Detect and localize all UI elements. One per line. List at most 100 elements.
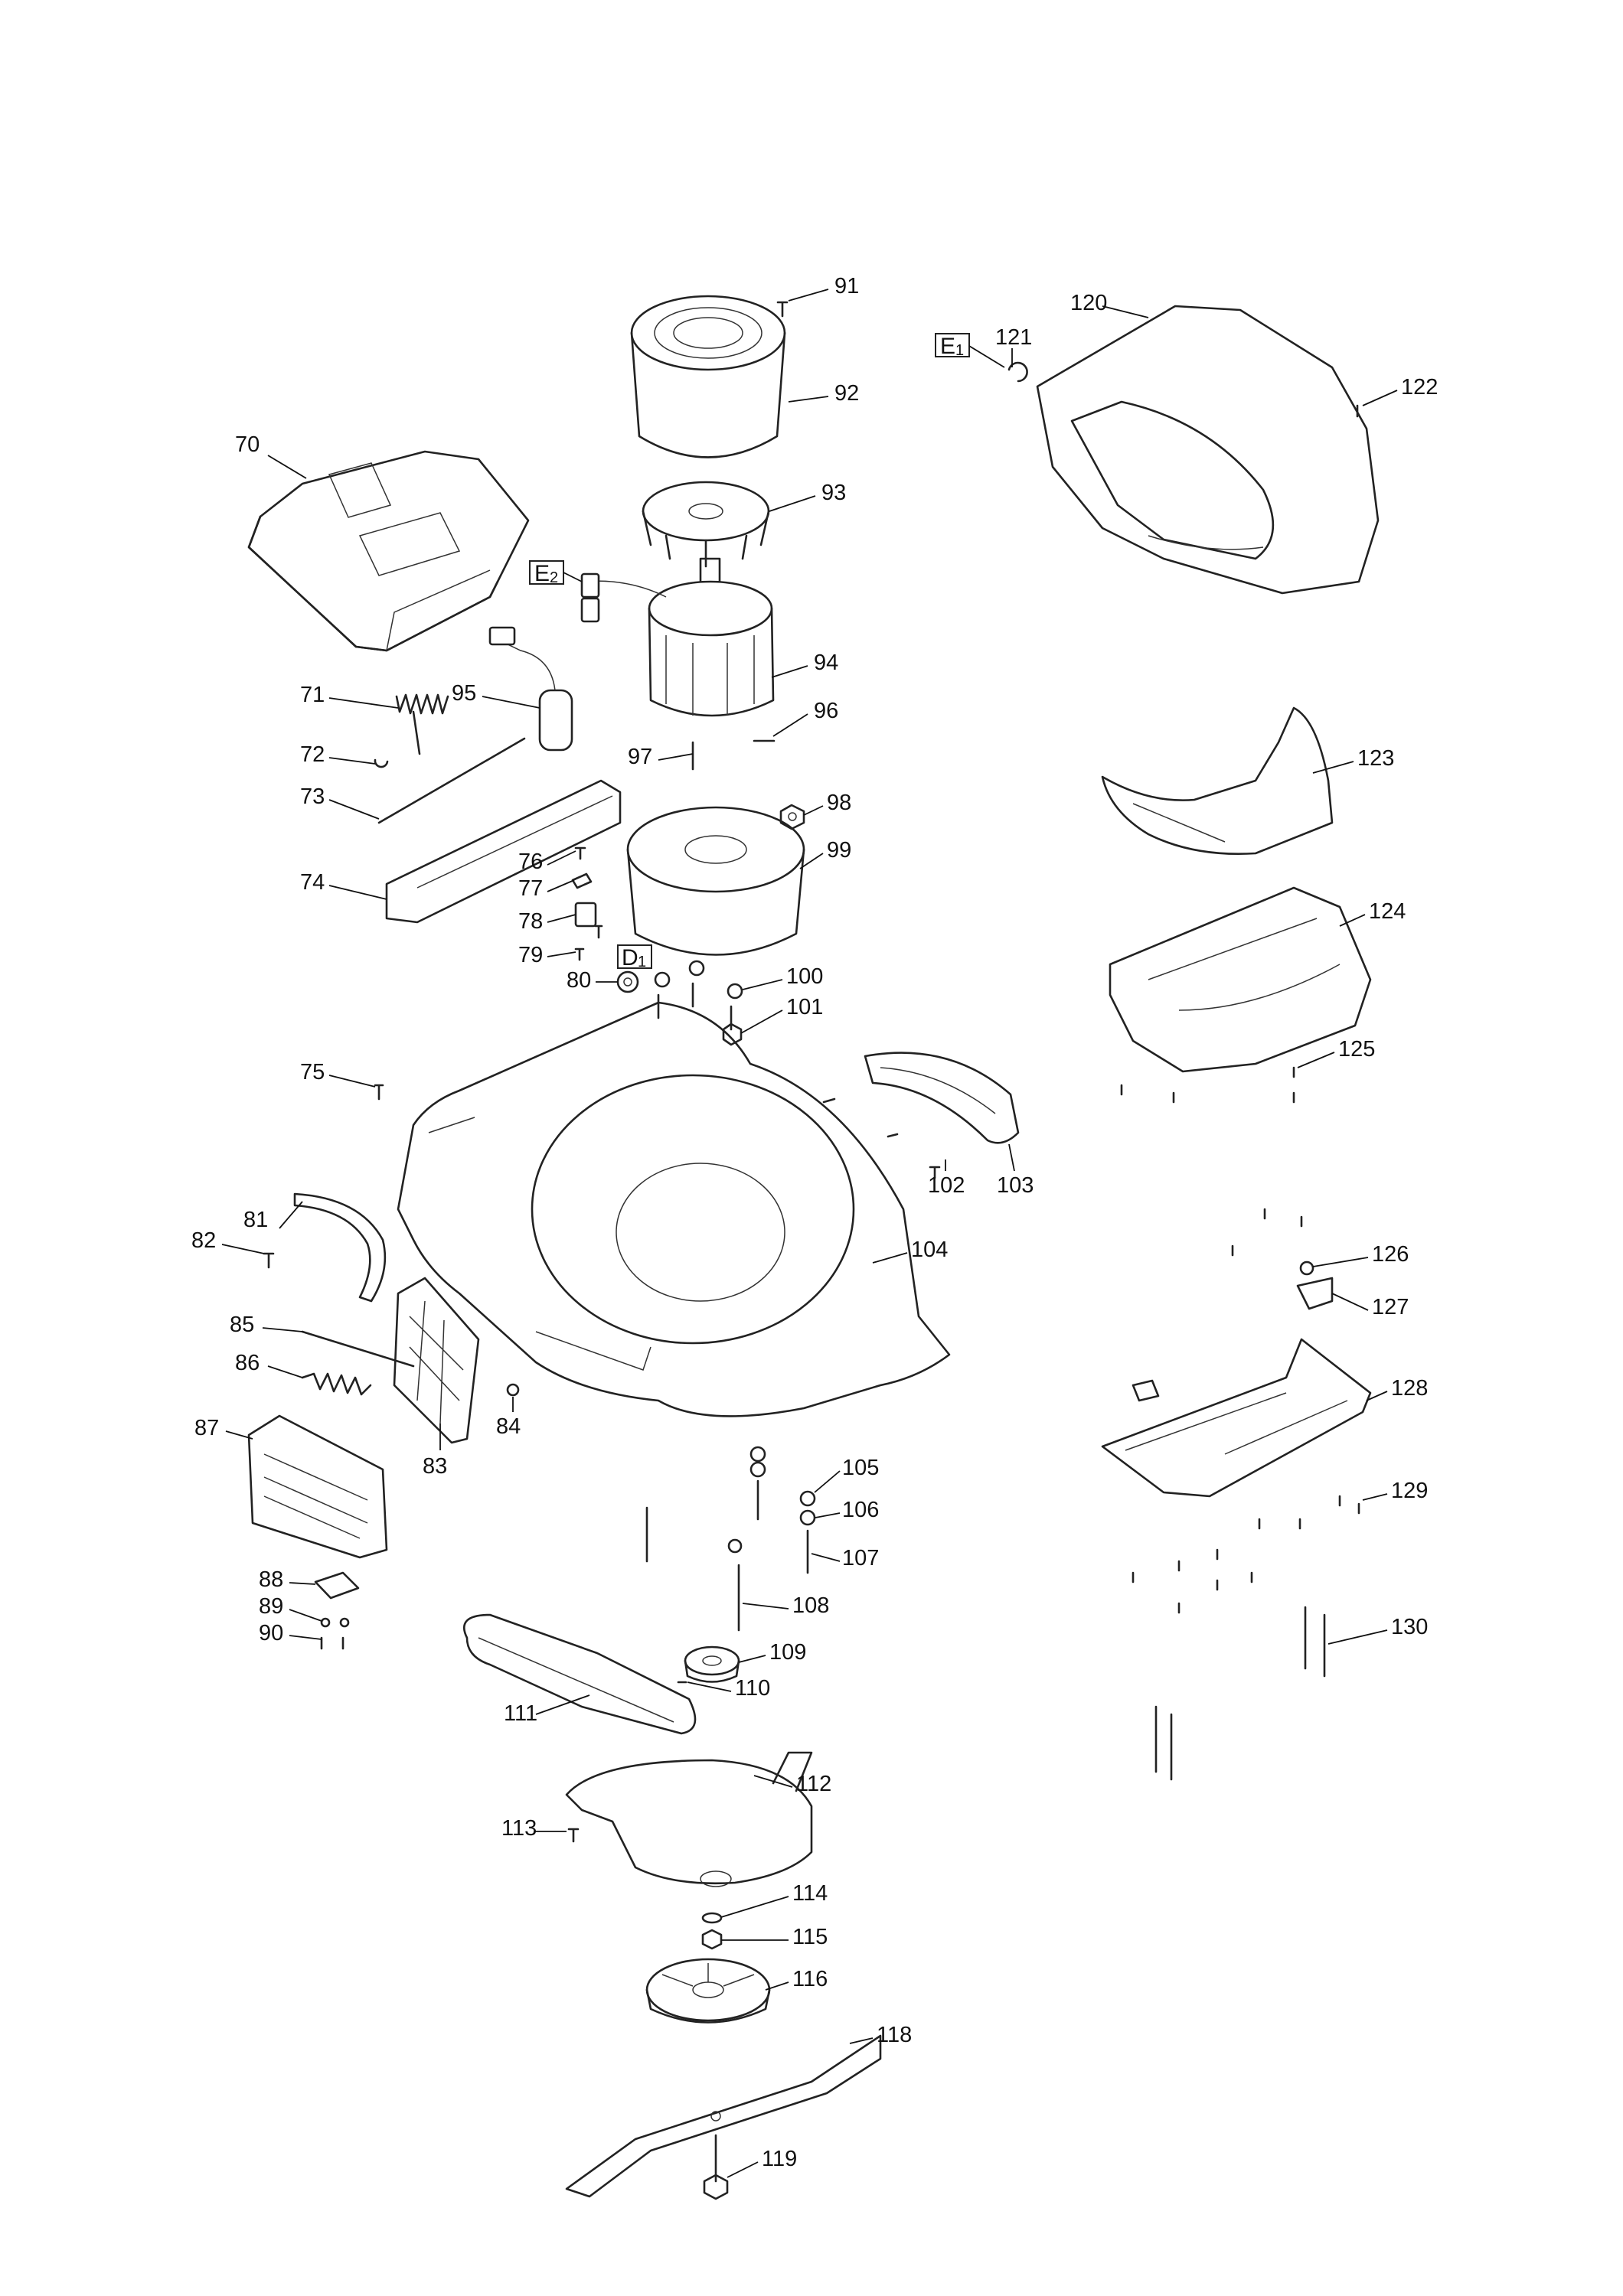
callout-93: 93 <box>769 481 846 512</box>
callout-99: 99 <box>799 838 851 869</box>
callout-116: 116 <box>765 1967 828 1991</box>
ref-box-d1-letter: D <box>622 945 638 970</box>
part-106-washer <box>749 1461 816 1526</box>
callout-123: 123 <box>1312 746 1394 774</box>
svg-text:100: 100 <box>786 964 823 989</box>
callout-102: 102 <box>928 1159 965 1198</box>
part-115-nut <box>701 1929 723 1950</box>
callout-72: 72 <box>300 742 376 767</box>
ref-box-e2-sub: 2 <box>550 569 558 586</box>
callout-114: 114 <box>720 1881 828 1918</box>
svg-text:102: 102 <box>928 1173 965 1198</box>
part-104-deck <box>397 1001 951 1417</box>
callout-86: 86 <box>235 1351 303 1378</box>
svg-text:76: 76 <box>518 850 543 874</box>
part-107-bolt <box>645 1479 809 1574</box>
callout-100: 100 <box>742 964 823 990</box>
svg-text:103: 103 <box>997 1173 1034 1198</box>
svg-text:110: 110 <box>735 1676 770 1701</box>
svg-text:109: 109 <box>769 1640 806 1665</box>
svg-text:111: 111 <box>504 1701 537 1726</box>
part-112-blade-guard <box>565 1751 813 1887</box>
callout-96: 96 <box>772 699 838 737</box>
ref-box-e2-letter: E <box>534 561 550 586</box>
callout-124: 124 <box>1339 899 1406 927</box>
callout-labels: 70 71 72 73 74 75 76 77 78 79 80 81 82 8… <box>191 274 1438 2178</box>
svg-text:120: 120 <box>1070 291 1107 315</box>
callout-110: 110 <box>687 1676 770 1701</box>
part-111-belt <box>463 1613 697 1735</box>
callout-77: 77 <box>518 876 575 901</box>
part-83-rear-flap <box>393 1277 480 1444</box>
callout-121: 121 <box>995 325 1032 367</box>
part-127-clamp <box>1296 1277 1334 1310</box>
callout-126: 126 <box>1312 1242 1409 1267</box>
part-94-motor <box>648 557 775 717</box>
callout-107: 107 <box>811 1546 879 1570</box>
callout-101: 101 <box>740 995 823 1034</box>
callout-112: 112 <box>753 1772 831 1796</box>
svg-text:126: 126 <box>1372 1242 1409 1267</box>
callout-76: 76 <box>518 850 576 874</box>
callout-85: 85 <box>230 1313 303 1337</box>
callout-108: 108 <box>742 1593 829 1618</box>
callout-125: 125 <box>1297 1037 1375 1068</box>
svg-text:81: 81 <box>243 1208 268 1232</box>
connector-e2 <box>580 572 667 623</box>
svg-text:84: 84 <box>496 1414 521 1439</box>
callout-81: 81 <box>243 1201 303 1232</box>
callout-84: 84 <box>496 1397 521 1439</box>
svg-text:106: 106 <box>842 1498 879 1522</box>
part-88-bracket <box>314 1571 360 1600</box>
svg-text:71: 71 <box>300 683 325 707</box>
svg-text:72: 72 <box>300 742 325 767</box>
part-118-blade <box>565 2034 882 2198</box>
svg-text:112: 112 <box>796 1772 831 1796</box>
ref-box-d1-sub: 1 <box>638 954 646 970</box>
svg-text:90: 90 <box>259 1621 283 1645</box>
part-130-bolt <box>1154 1606 1326 1781</box>
svg-text:70: 70 <box>235 432 260 457</box>
part-79-screw <box>574 947 585 961</box>
svg-text:83: 83 <box>423 1454 447 1479</box>
callout-105: 105 <box>814 1456 879 1493</box>
svg-text:119: 119 <box>762 2147 797 2171</box>
part-113-screw <box>567 1828 580 1843</box>
svg-text:86: 86 <box>235 1351 260 1375</box>
callout-89: 89 <box>259 1594 322 1622</box>
part-92-motor-cover <box>630 295 786 458</box>
ref-box-e1-letter: E <box>940 334 955 359</box>
ref-box-e1: E 1 <box>935 333 970 359</box>
svg-text:96: 96 <box>814 699 838 723</box>
part-78-block <box>574 902 603 939</box>
callout-92: 92 <box>788 381 859 406</box>
svg-text:91: 91 <box>834 274 859 298</box>
part-85-rod <box>301 1330 415 1368</box>
part-125-screw <box>1120 1066 1303 1257</box>
callout-127: 127 <box>1331 1293 1409 1319</box>
part-80-washer <box>616 970 639 993</box>
callout-98: 98 <box>803 791 851 816</box>
svg-text:74: 74 <box>300 870 325 895</box>
callout-78: 78 <box>518 909 576 934</box>
callout-97: 97 <box>628 745 694 769</box>
svg-text:108: 108 <box>792 1593 829 1618</box>
callout-104: 104 <box>872 1238 948 1264</box>
callout-122: 122 <box>1362 375 1438 406</box>
part-98-nut <box>779 804 805 830</box>
callout-90: 90 <box>259 1621 322 1645</box>
part-102-screw <box>822 1097 941 1179</box>
svg-text:116: 116 <box>792 1967 828 1991</box>
svg-text:104: 104 <box>911 1238 948 1262</box>
part-82-screw <box>263 1252 275 1269</box>
svg-text:99: 99 <box>827 838 851 863</box>
part-124-lower-cover <box>1109 886 1372 1073</box>
part-72-clip <box>374 758 389 768</box>
part-105-nut <box>749 1446 816 1507</box>
callout-82: 82 <box>191 1228 265 1254</box>
part-89-nut <box>320 1617 350 1628</box>
callout-83: 83 <box>423 1424 447 1479</box>
part-70-grass-box-lid <box>247 450 530 652</box>
callout-91: 91 <box>788 274 859 302</box>
part-114-washer <box>701 1912 723 1924</box>
